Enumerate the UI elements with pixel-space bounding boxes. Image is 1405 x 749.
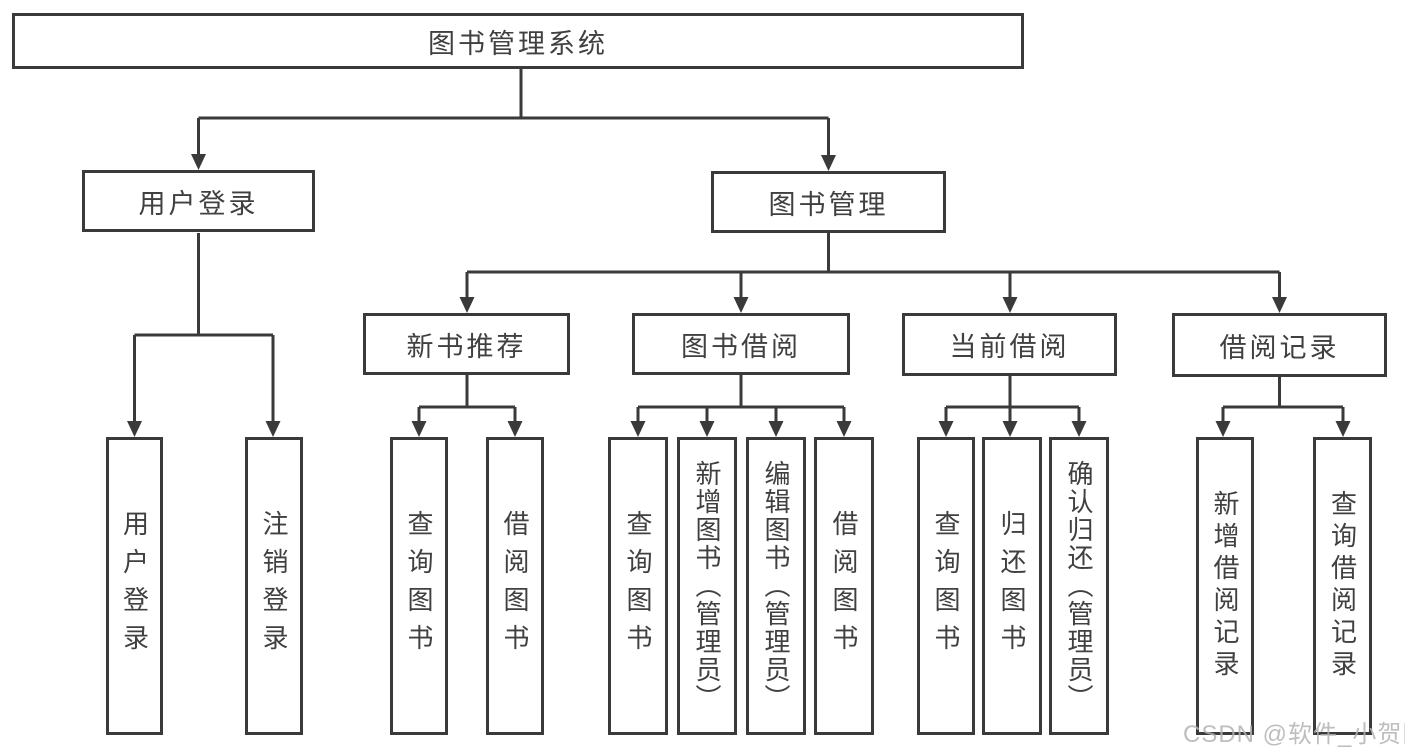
leaf-borrow-books-recommend: 借阅图书	[486, 437, 544, 735]
connector-user-login-children	[134, 233, 273, 337]
leaf-add-borrow-record-label: 新增借阅记录	[1210, 490, 1240, 682]
leaf-borrow-books-borrowing-label: 借阅图书	[829, 510, 859, 662]
leaf-confirm-return-admin-label: 确认归还（管理员）	[1064, 460, 1094, 712]
leaf-add-books-admin: 新增图书（管理员）	[677, 437, 737, 735]
leaf-logout-label: 注销登录	[259, 510, 289, 662]
node-borrowing-records: 借阅记录	[1172, 313, 1387, 377]
leaf-user-login: 用户登录	[106, 437, 163, 735]
leaf-return-books-label: 归还图书	[997, 510, 1027, 662]
node-borrowing-records-label: 借阅记录	[1219, 332, 1340, 363]
leaf-return-books: 归还图书	[982, 437, 1042, 735]
leaf-query-books-borrowing: 查询图书	[608, 437, 668, 735]
leaf-query-books-current-label: 查询图书	[931, 510, 961, 662]
node-new-book-recommend-label: 新书推荐	[406, 331, 527, 362]
node-book-borrowing: 图书借阅	[632, 313, 850, 375]
connector-root-to-level2	[198, 69, 829, 120]
leaf-query-books-current: 查询图书	[917, 437, 975, 735]
leaf-query-books-recommend: 查询图书	[390, 437, 448, 735]
node-root-label: 图书管理系统	[428, 28, 608, 59]
leaf-borrow-books-recommend-label: 借阅图书	[500, 510, 530, 662]
node-current-borrowing-label: 当前借阅	[949, 332, 1070, 362]
leaf-query-books-recommend-label: 查询图书	[404, 510, 434, 662]
leaf-confirm-return-admin: 确认归还（管理员）	[1049, 437, 1109, 735]
node-user-login-label: 用户登录	[138, 188, 259, 219]
connector-current-borrow-children	[946, 376, 1079, 409]
node-new-book-recommend: 新书推荐	[363, 313, 570, 375]
connector-new-book-children	[419, 375, 515, 409]
leaf-add-books-admin-label: 新增图书（管理员）	[692, 460, 722, 712]
node-user-login: 用户登录	[82, 170, 315, 232]
arrowhead-icons	[127, 154, 1351, 437]
connector-book-mgmt-children	[467, 233, 1280, 274]
node-root: 图书管理系统	[12, 13, 1024, 69]
leaf-add-borrow-record: 新增借阅记录	[1196, 437, 1254, 735]
leaf-edit-books-admin-label: 编辑图书（管理员）	[761, 460, 791, 712]
connector-borrow-records-children	[1223, 377, 1343, 409]
node-book-management: 图书管理	[711, 171, 946, 233]
node-book-borrowing-label: 图书借阅	[681, 331, 801, 362]
leaf-edit-books-admin: 编辑图书（管理员）	[746, 437, 806, 735]
leaf-query-books-borrowing-label: 查询图书	[623, 510, 653, 662]
leaf-borrow-books-borrowing: 借阅图书	[814, 437, 874, 735]
node-book-management-label: 图书管理	[768, 189, 889, 220]
leaf-query-borrow-record-label: 查询借阅记录	[1327, 490, 1358, 682]
leaf-query-borrow-record: 查询借阅记录	[1313, 437, 1372, 735]
connector-book-borrow-children	[638, 375, 844, 409]
leaf-logout: 注销登录	[245, 437, 303, 735]
leaf-user-login-label: 用户登录	[119, 510, 150, 662]
watermark: CSDN @软件_小贺同学	[1183, 721, 1405, 748]
node-current-borrowing: 当前借阅	[902, 313, 1117, 376]
